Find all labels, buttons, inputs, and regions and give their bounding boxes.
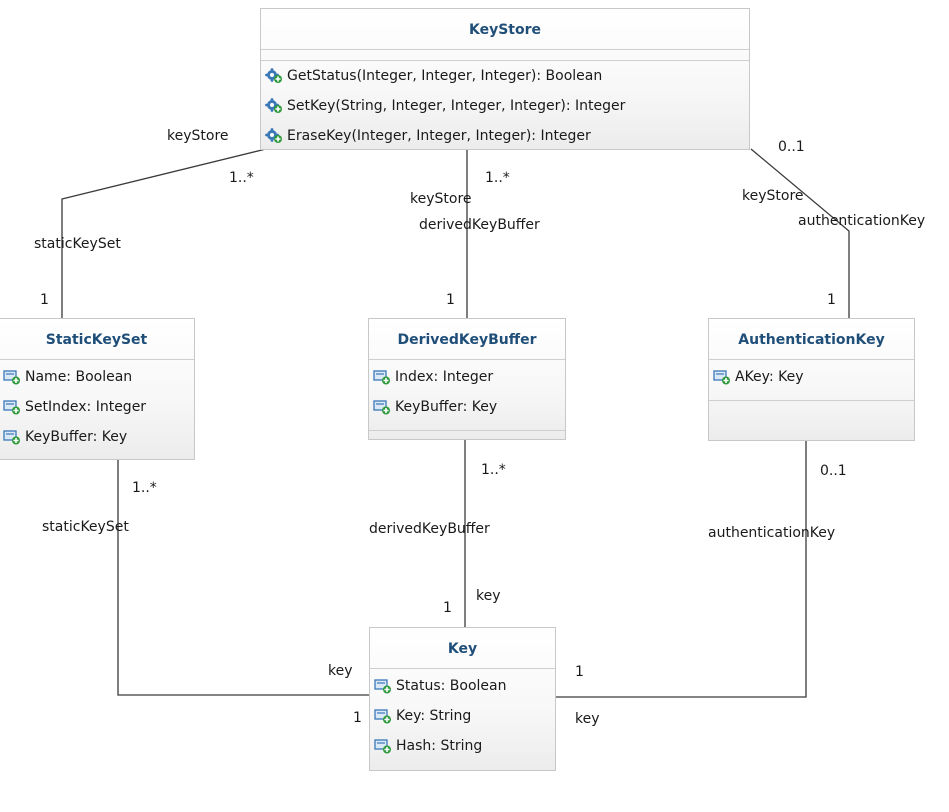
association-line-keystore-statickeyset[interactable]: [61, 148, 267, 318]
role-label: keyStore: [167, 128, 229, 144]
multiplicity-label: 1: [353, 710, 362, 726]
multiplicity-label: 1: [827, 292, 836, 308]
class-name: Key: [370, 628, 555, 669]
field-attribute-icon: [713, 370, 730, 385]
attribute-item[interactable]: AKey: Key: [709, 362, 914, 392]
role-label: authenticationKey: [708, 525, 836, 541]
operation-item[interactable]: EraseKey(Integer, Integer, Integer): Int…: [261, 121, 749, 151]
operation-signature: SetKey(String, Integer, Integer, Integer…: [287, 98, 626, 114]
role-label: keyStore: [742, 188, 804, 204]
multiplicity-label: 1: [446, 292, 455, 308]
operation-signature: GetStatus(Integer, Integer, Integer): Bo…: [287, 68, 603, 84]
attribute-label: Hash: String: [396, 738, 483, 754]
attribute-label: AKey: Key: [735, 369, 804, 385]
multiplicity-label: 1..*: [485, 170, 510, 186]
class-name: KeyStore: [261, 9, 749, 50]
association-line-statickeyset-key[interactable]: [117, 460, 369, 696]
class-derivedkeybuffer[interactable]: DerivedKeyBuffer Index: Integer KeyBuffe…: [368, 318, 566, 440]
attribute-item[interactable]: Status: Boolean: [370, 671, 555, 701]
attribute-compartment: Index: Integer KeyBuffer: Key: [369, 360, 565, 431]
operation-compartment: GetStatus(Integer, Integer, Integer): Bo…: [261, 61, 749, 151]
class-keystore[interactable]: KeyStore GetStatus(Integer, Integer, Int…: [260, 8, 750, 150]
class-name: DerivedKeyBuffer: [369, 319, 565, 360]
attribute-item[interactable]: Name: Boolean: [0, 362, 194, 392]
role-label: key: [476, 588, 501, 604]
field-attribute-icon: [3, 400, 20, 415]
class-statickeyset[interactable]: StaticKeySet Name: Boolean SetIndex: Int…: [0, 318, 195, 460]
multiplicity-label: 0..1: [778, 139, 805, 155]
attribute-compartment: Name: Boolean SetIndex: Integer KeyBuffe…: [0, 360, 194, 452]
multiplicity-label: 1..*: [481, 462, 506, 478]
role-label: staticKeySet: [42, 519, 129, 535]
attribute-label: Key: String: [396, 708, 472, 724]
multiplicity-label: 1..*: [229, 170, 254, 186]
attribute-item[interactable]: KeyBuffer: Key: [0, 422, 194, 452]
attribute-label: KeyBuffer: Key: [395, 399, 498, 415]
attribute-label: Status: Boolean: [396, 678, 507, 694]
field-attribute-icon: [373, 400, 390, 415]
multiplicity-label: 1..*: [132, 480, 157, 496]
attribute-item[interactable]: Index: Integer: [369, 362, 565, 392]
attribute-label: SetIndex: Integer: [25, 399, 147, 415]
attribute-item[interactable]: KeyBuffer: Key: [369, 392, 565, 422]
role-label: authenticationKey: [798, 213, 926, 229]
class-name: AuthenticationKey: [709, 319, 914, 360]
role-label: key: [575, 711, 600, 727]
role-label: derivedKeyBuffer: [369, 521, 490, 537]
attribute-item[interactable]: Key: String: [370, 701, 555, 731]
attribute-compartment: AKey: Key: [709, 360, 914, 401]
attribute-label: Index: Integer: [395, 369, 494, 385]
multiplicity-label: 0..1: [820, 463, 847, 479]
attribute-label: Name: Boolean: [25, 369, 133, 385]
association-line-authenticationkey-key[interactable]: [556, 441, 807, 698]
role-label: key: [328, 663, 353, 679]
field-attribute-icon: [3, 430, 20, 445]
attribute-compartment: [261, 50, 749, 61]
gear-operation-icon: [265, 98, 282, 113]
operation-item[interactable]: SetKey(String, Integer, Integer, Integer…: [261, 91, 749, 121]
class-authenticationkey[interactable]: AuthenticationKey AKey: Key: [708, 318, 915, 441]
role-label: staticKeySet: [34, 236, 121, 252]
association-line-keystore-authenticationkey[interactable]: [750, 148, 850, 318]
role-label: keyStore: [410, 191, 472, 207]
field-attribute-icon: [373, 370, 390, 385]
operation-item[interactable]: GetStatus(Integer, Integer, Integer): Bo…: [261, 61, 749, 91]
field-attribute-icon: [374, 709, 391, 724]
class-key[interactable]: Key Status: Boolean Key: String Hash: St…: [369, 627, 556, 771]
class-name: StaticKeySet: [0, 319, 194, 360]
field-attribute-icon: [374, 739, 391, 754]
attribute-item[interactable]: SetIndex: Integer: [0, 392, 194, 422]
multiplicity-label: 1: [575, 664, 584, 680]
attribute-compartment: Status: Boolean Key: String Hash: String: [370, 669, 555, 761]
gear-operation-icon: [265, 68, 282, 83]
multiplicity-label: 1: [40, 292, 49, 308]
role-label: derivedKeyBuffer: [419, 217, 540, 233]
multiplicity-label: 1: [443, 600, 452, 616]
attribute-label: KeyBuffer: Key: [25, 429, 128, 445]
operation-signature: EraseKey(Integer, Integer, Integer): Int…: [287, 128, 591, 144]
field-attribute-icon: [3, 370, 20, 385]
gear-operation-icon: [265, 128, 282, 143]
field-attribute-icon: [374, 679, 391, 694]
attribute-item[interactable]: Hash: String: [370, 731, 555, 761]
